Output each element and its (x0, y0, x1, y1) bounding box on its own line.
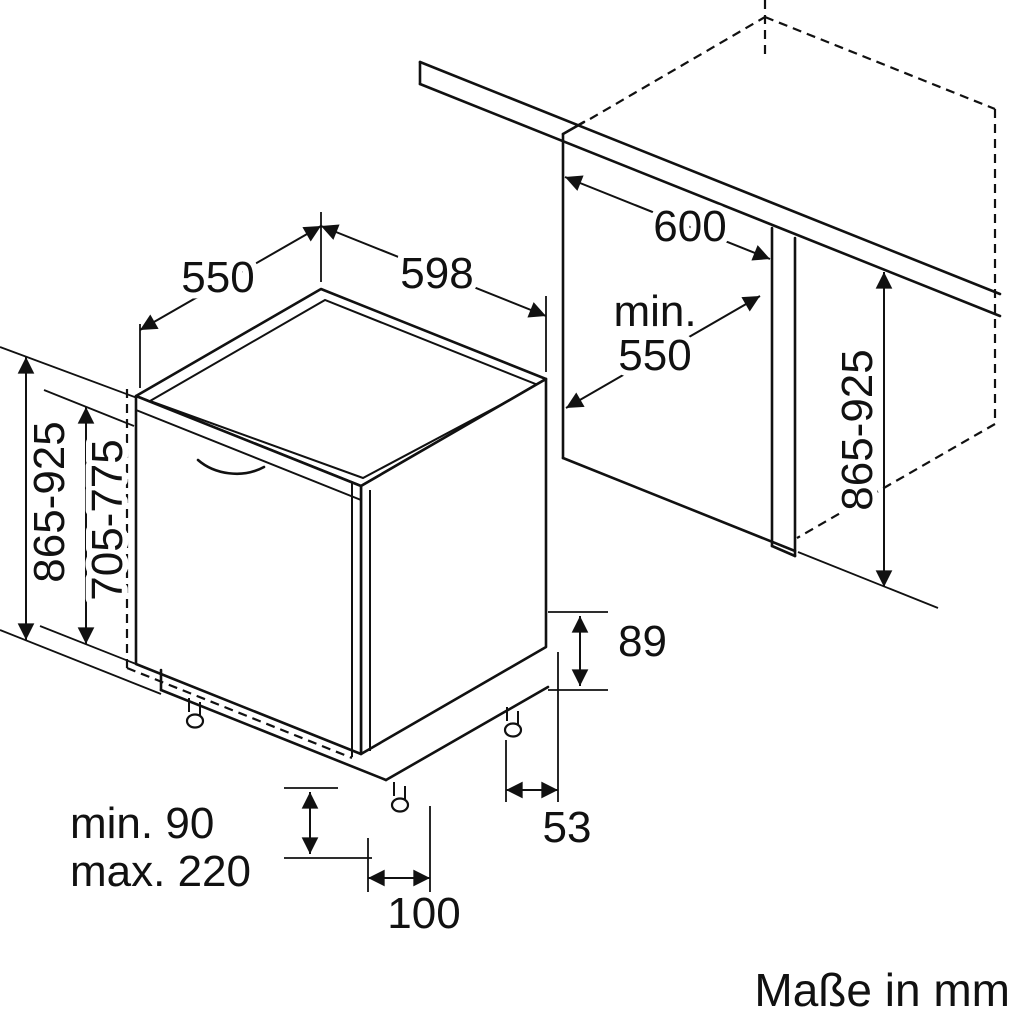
front-foot (390, 797, 410, 813)
dim-appliance-width (320, 224, 547, 318)
units-note: Maße in mm (754, 964, 1010, 1016)
dim-appliance-depth (139, 225, 322, 331)
label-niche-depth-prefix: min. (613, 287, 696, 336)
label-plinth-max: max. 220 (70, 847, 251, 896)
label-niche-width: 600 (653, 202, 726, 251)
dishwasher-body (125, 287, 550, 782)
label-niche-height: 865-925 (833, 349, 882, 510)
dishwasher-door-face (134, 394, 363, 756)
niche-opening (561, 120, 939, 609)
dimension-arrows (17, 175, 893, 887)
label-niche-depth-value: 550 (618, 331, 691, 380)
label-appliance-width: 598 (400, 249, 473, 298)
rear-foot (503, 722, 523, 738)
label-rear-offset: 53 (543, 803, 592, 852)
dimension-labels: 550 598 600 min. 550 865-925 865-925 705… (19, 196, 1016, 1017)
label-front-offset: 100 (387, 889, 460, 938)
worktop-lines (418, 60, 1002, 318)
dim-niche-width (564, 175, 771, 261)
label-plinth-min: min. 90 (70, 799, 214, 848)
adjustable-feet (185, 698, 523, 813)
door-handle (196, 458, 266, 475)
label-appliance-height: 865-925 (25, 421, 74, 582)
left-foot (185, 713, 205, 729)
label-door-height: 705-775 (83, 439, 132, 600)
dim-niche-depth (565, 295, 761, 409)
niche-hidden-outline-dashed (589, 0, 997, 539)
label-appliance-depth: 550 (181, 253, 254, 302)
label-rear-plinth: 89 (618, 617, 667, 666)
